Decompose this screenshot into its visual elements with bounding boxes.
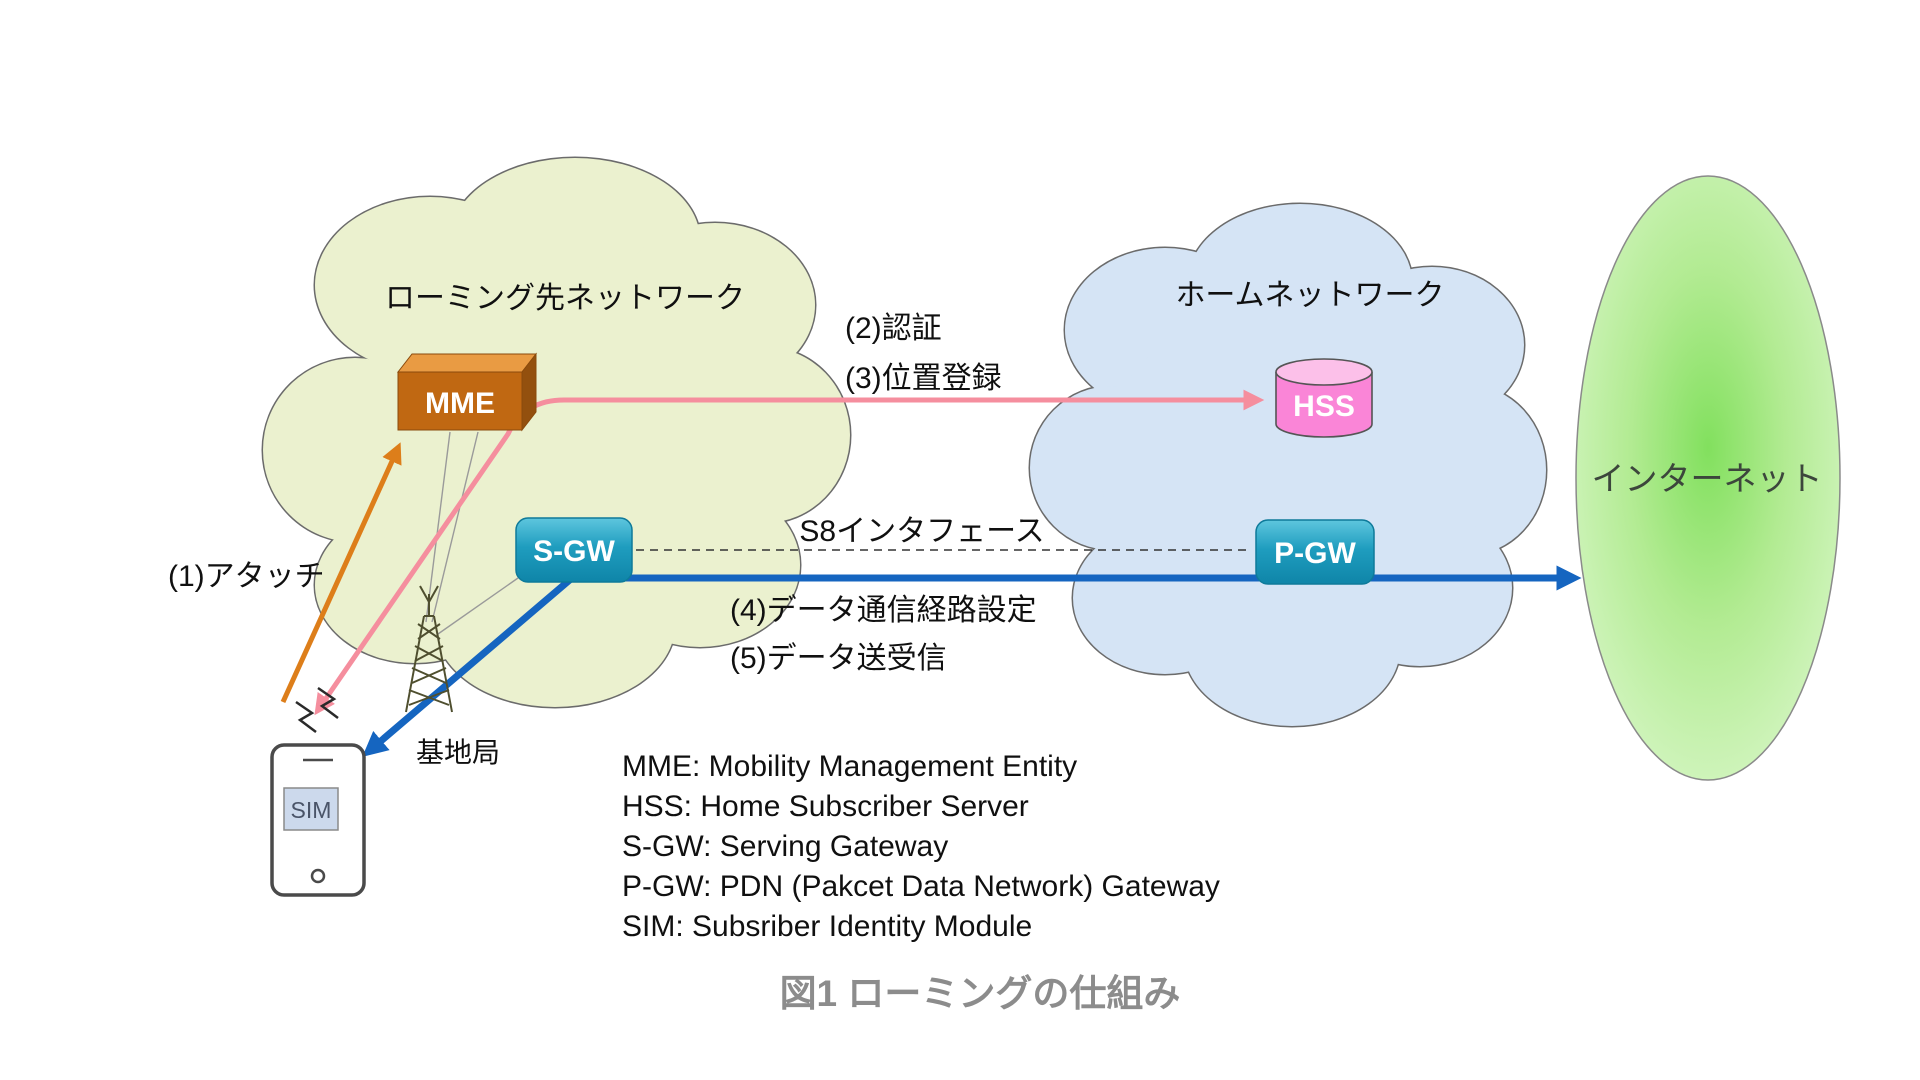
internet-label: インターネット xyxy=(1592,460,1823,497)
phone-home-button xyxy=(310,868,326,884)
smartphone-icon: SIM xyxy=(270,743,366,897)
home-network-title: ホームネットワーク xyxy=(1175,279,1444,312)
sim-chip: SIM xyxy=(283,787,339,831)
radio-wave-icon xyxy=(295,686,339,733)
legend-line: MME: Mobility Management Entity xyxy=(622,750,1077,783)
flow-route-label: (4)データ通信経路設定 xyxy=(730,594,1037,627)
base-station-label: 基地局 xyxy=(416,737,500,768)
flow-attach-label: (1)アタッチ xyxy=(168,560,325,593)
attach-arrow xyxy=(280,442,402,704)
flow-auth-label: (2)認証 xyxy=(845,312,942,345)
sgw-node: S-GW xyxy=(515,517,633,583)
flow-register-label: (3)位置登録 xyxy=(845,362,1002,395)
legend-line: HSS: Home Subscriber Server xyxy=(622,790,1029,823)
flow-send-label: (5)データ送受信 xyxy=(730,642,947,675)
sim-label: SIM xyxy=(291,797,332,823)
legend: MME: Mobility Management Entity HSS: Hom… xyxy=(622,750,1220,943)
hss-label: HSS xyxy=(1293,390,1355,423)
legend-line: S-GW: Serving Gateway xyxy=(622,830,948,863)
sgw-label: S-GW xyxy=(533,535,615,568)
mme-label: MME xyxy=(425,387,495,420)
s8-interface-label: S8インタフェース xyxy=(799,515,1044,548)
pgw-node: P-GW xyxy=(1255,519,1375,585)
hss-node: HSS xyxy=(1275,358,1373,438)
legend-line: SIM: Subsriber Identity Module xyxy=(622,910,1032,943)
legend-line: P-GW: PDN (Pakcet Data Network) Gateway xyxy=(622,870,1220,903)
internet-ellipse xyxy=(1575,175,1841,781)
roaming-network-title: ローミング先ネットワーク xyxy=(385,282,745,315)
base-station-icon xyxy=(405,585,453,713)
pgw-label: P-GW xyxy=(1274,537,1356,570)
mme-node: MME xyxy=(396,352,538,432)
figure-caption: 図1 ローミングの仕組み xyxy=(780,973,1181,1014)
